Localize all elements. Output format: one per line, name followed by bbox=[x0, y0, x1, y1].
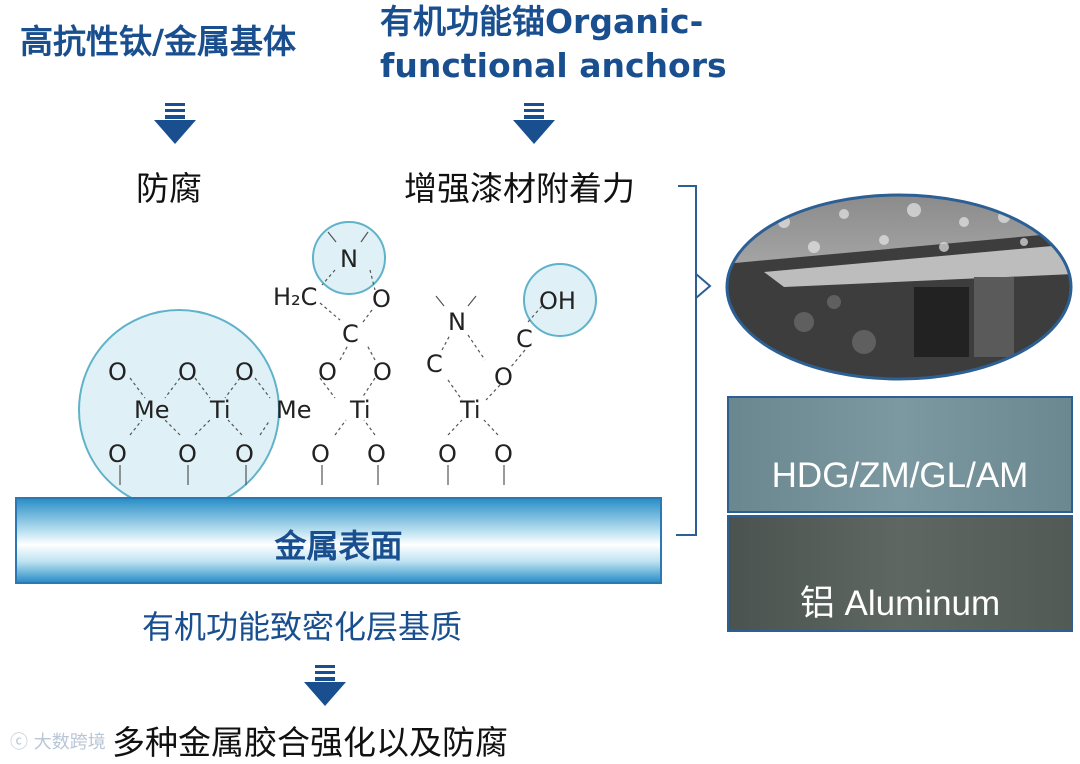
atom-ti: Ti bbox=[459, 396, 481, 424]
watermark: ⓒ 大数跨境 bbox=[10, 728, 106, 754]
atom-c: C bbox=[426, 350, 443, 378]
panel-hdg-label: HDG/ZM/GL/AM bbox=[771, 456, 1029, 495]
atom-c: C bbox=[342, 320, 359, 348]
atom-o: O bbox=[235, 358, 254, 386]
sem-image bbox=[725, 193, 1073, 381]
atom-o: O bbox=[108, 440, 127, 468]
atom-o: O bbox=[235, 440, 254, 468]
metal-surface-label: 金属表面 bbox=[274, 527, 403, 565]
atom-o: O bbox=[494, 363, 513, 391]
right-result: 增强漆材附着力 bbox=[404, 169, 635, 208]
molecule-diagram: O O O Me Ti Me O O O O O Ti O O C H₂C O … bbox=[78, 221, 597, 510]
down-arrow-icon bbox=[513, 103, 555, 144]
bracket bbox=[676, 185, 712, 536]
atom-o: O bbox=[178, 440, 197, 468]
atom-o: O bbox=[367, 440, 386, 468]
atom-o: O bbox=[372, 285, 391, 313]
panel-hdg: HDG/ZM/GL/AM bbox=[727, 396, 1073, 513]
atom-ch2: H₂C bbox=[273, 283, 317, 311]
atom-o: O bbox=[494, 440, 513, 468]
atom-n: N bbox=[340, 245, 358, 273]
highlight-circle-left bbox=[78, 309, 280, 510]
down-arrow-icon bbox=[304, 665, 346, 706]
watermark-text: 大数跨境 bbox=[33, 732, 106, 753]
atom-n: N bbox=[448, 308, 466, 336]
watermark-logo-icon: ⓒ bbox=[10, 732, 28, 753]
highlight-circle-oh bbox=[523, 263, 597, 337]
final-result: 多种金属胶合强化以及防腐 bbox=[112, 723, 508, 762]
down-arrow-icon bbox=[154, 103, 196, 144]
atom-me: Me bbox=[276, 396, 311, 424]
atom-oh: OH bbox=[539, 287, 576, 315]
atom-o: O bbox=[373, 358, 392, 386]
top-right-title-line1: 有机功能锚Organic- bbox=[380, 2, 704, 41]
atom-me: Me bbox=[134, 396, 169, 424]
atom-c: C bbox=[516, 325, 533, 353]
atom-o: O bbox=[178, 358, 197, 386]
highlight-circle-n bbox=[312, 221, 386, 295]
top-left-title: 高抗性钛/金属基体 bbox=[20, 22, 297, 61]
atom-ti: Ti bbox=[349, 396, 371, 424]
panel-aluminum: 铝 Aluminum bbox=[727, 515, 1073, 632]
atom-ti: Ti bbox=[209, 396, 231, 424]
atom-o: O bbox=[108, 358, 127, 386]
panel-aluminum-label: 铝 Aluminum bbox=[799, 584, 1001, 623]
substrate-label: 有机功能致密化层基质 bbox=[142, 608, 463, 646]
left-result: 防腐 bbox=[136, 169, 202, 208]
atom-o: O bbox=[438, 440, 457, 468]
metal-surface-bar: 金属表面 bbox=[15, 497, 662, 584]
atom-o: O bbox=[318, 358, 337, 386]
top-right-title-line2: functional anchors bbox=[380, 46, 727, 85]
atom-o: O bbox=[311, 440, 330, 468]
